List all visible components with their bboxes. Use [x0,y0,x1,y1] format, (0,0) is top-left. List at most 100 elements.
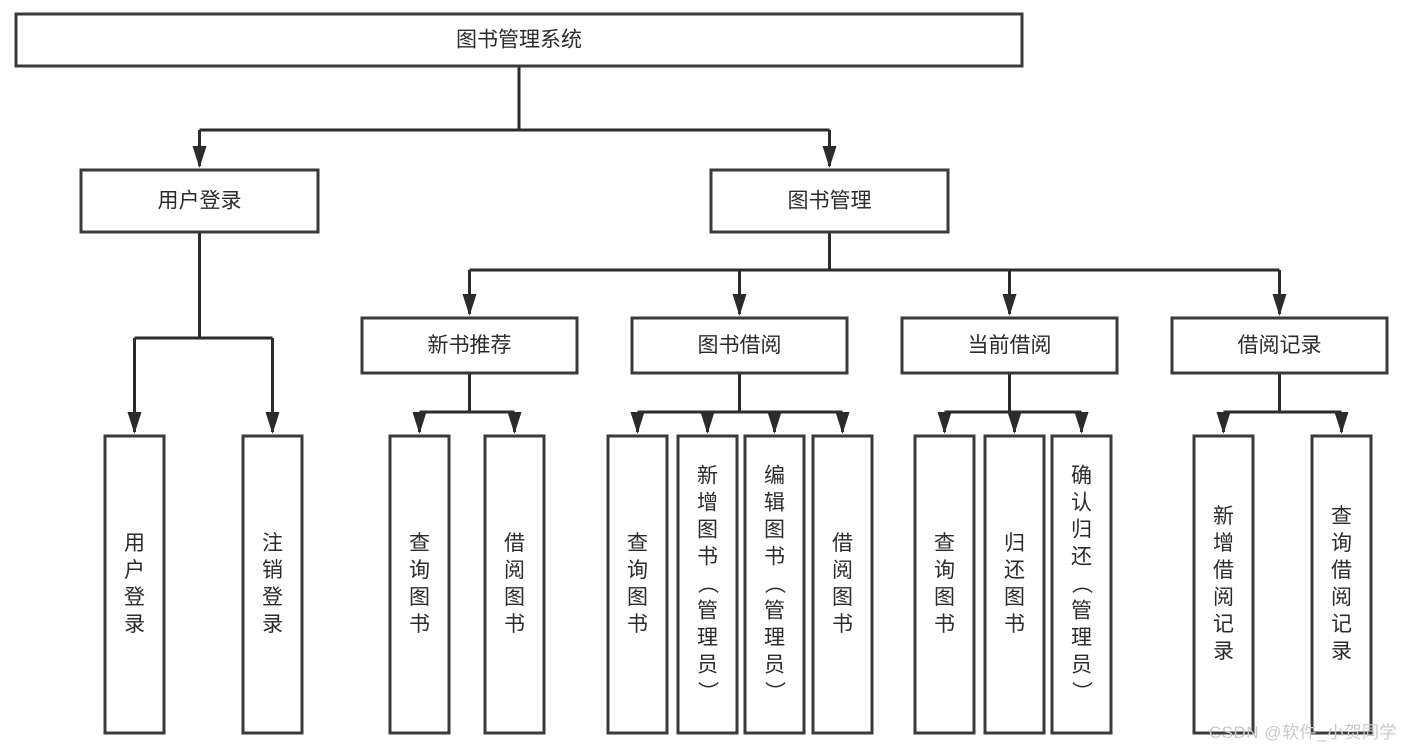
leaf-node-label-char: 借 [1331,559,1352,582]
leaf-node[interactable]: 用户登录 [103,434,166,735]
leaf-node-rect [676,434,739,735]
leaf-node-rect [103,434,166,735]
leaf-node-label-char: 书 [934,613,955,636]
leaf-node-label-char: 新 [697,465,718,488]
level2-node-1-label: 图书管理 [788,190,872,213]
leaf-node-label-char: 图 [934,586,955,609]
arrowhead-icon [1334,412,1349,434]
leaf-node-label-char: 管 [697,600,718,623]
leaf-node-label-char: 录 [124,613,145,636]
arrowhead-icon [1007,412,1022,434]
level3-node-3-label: 借阅记录 [1238,334,1322,357]
level2-node-1-rect [709,168,950,234]
connector-edges [127,66,1349,434]
leaf-node-label-char: 询 [627,559,648,582]
leaf-node-label-char: 借 [504,532,525,555]
leaf-node-label-char: 户 [124,559,145,582]
leaf-node-label-char: 记 [1331,613,1352,636]
leaf-node-rect [1050,434,1113,735]
level3-node-1-rect [630,316,849,375]
leaf-node-rect [241,434,304,735]
leaf-node-label-char: 录 [1331,640,1352,663]
level3-node-0-rect [360,316,579,375]
level3-node-2-label: 当前借阅 [968,334,1052,357]
leaf-node-label-char: 员 [697,654,718,677]
watermark-text: CSDN @软件_小贺同学 [1208,723,1397,742]
arrowhead-icon [127,412,142,434]
arrowhead-icon [822,146,837,168]
leaf-node-label-char: 录 [1213,640,1234,663]
leaf-node-label-char: 询 [1331,532,1352,555]
leaf-node-rect [1310,434,1373,735]
leaf-node-label-char: 书 [1004,613,1025,636]
leaf-node-label-char: 书 [764,546,785,569]
root-node-label: 图书管理系统 [456,29,582,52]
leaf-node-label-char: 阅 [504,559,525,582]
level3-node-0-label: 新书推荐 [428,334,512,357]
leaf-node-label-char: 书 [697,546,718,569]
leaf-node-label-char: 注 [262,532,283,555]
leaf-node-label-char: 图 [409,586,430,609]
arrowhead-icon [630,412,645,434]
arrowhead-icon [767,412,782,434]
arrowhead-icon [1272,294,1287,316]
arrowhead-icon [1074,412,1089,434]
leaf-node-rect [1192,434,1255,735]
leaf-node-label-char: 询 [409,559,430,582]
leaf-node-label-char: 书 [504,613,525,636]
leaf-node-label-char: 登 [262,586,283,609]
leaf-node-label-char: （ [1070,573,1093,594]
leaf-node-rect [811,434,874,735]
arrowhead-icon [732,294,747,316]
level2-node-1[interactable]: 图书管理 [709,168,950,234]
leaf-node-label-char: 理 [764,627,785,650]
level3-node-1[interactable]: 图书借阅 [630,316,849,375]
leaf-node-label-char: 理 [1071,627,1092,650]
leaf-node-label-char: 用 [124,532,145,555]
level3-node-3-rect [1170,316,1389,375]
leaf-node-label-char: 销 [262,559,283,582]
leaf-node-label-char: 查 [1331,505,1352,528]
leaf-node-label-char: 图 [504,586,525,609]
arrowhead-icon [700,412,715,434]
leaf-node-label-char: 查 [934,532,955,555]
arrowhead-icon [462,294,477,316]
level2-node-0[interactable]: 用户登录 [79,168,320,234]
level3-node-0[interactable]: 新书推荐 [360,316,579,375]
leaf-node-label-char: 理 [697,627,718,650]
leaf-node-label-char: （ [763,573,786,594]
level3-node-2[interactable]: 当前借阅 [900,316,1119,375]
leaf-node-label-char: 录 [262,613,283,636]
leaf-node-label-char: 归 [1071,519,1092,542]
leaf-node-label-char: 管 [764,600,785,623]
root-node[interactable]: 图书管理系统 [14,12,1024,68]
level3-node-3[interactable]: 借阅记录 [1170,316,1389,375]
diagram-nodes: 图书管理系统用户登录图书管理新书推荐图书借阅当前借阅借阅记录用户登录注销登录查询… [14,12,1389,735]
leaf-node-label-char: 认 [1071,492,1092,515]
leaf-node-label-char: 图 [1004,586,1025,609]
leaf-node-label-char: 增 [697,492,718,515]
leaf-node-label-char: 增 [1213,532,1234,555]
leaf-node-label-char: 新 [1213,505,1234,528]
leaf-node-label-char: 还 [1004,559,1025,582]
leaf-node-label-char: 员 [764,654,785,677]
leaf-node-rect [913,434,976,735]
leaf-node-rect [388,434,451,735]
leaf-node-label-char: 确 [1071,465,1092,488]
leaf-node-label-char: 借 [1213,559,1234,582]
leaf-node-label-char: 管 [1071,600,1092,623]
